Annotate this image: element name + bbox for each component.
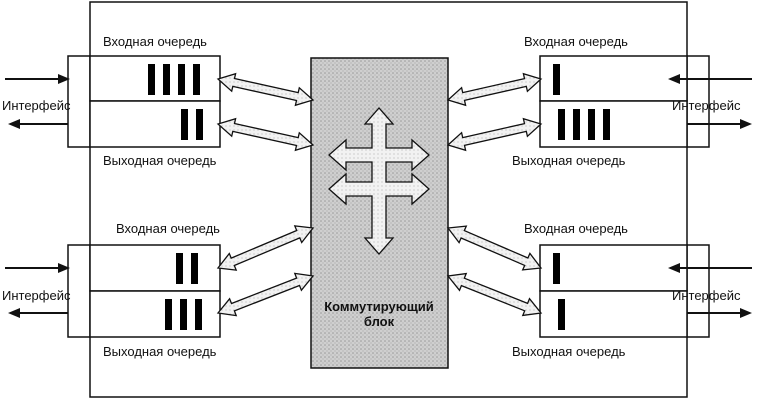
output-queue-label: Выходная очередь bbox=[103, 153, 217, 168]
input-queue-packets bbox=[553, 64, 560, 95]
output-queue-label: Выходная очередь bbox=[512, 344, 626, 359]
output-queue-packets bbox=[181, 109, 203, 140]
bidirectional-arrow-5 bbox=[216, 225, 315, 271]
input-queue-label: Входная очередь bbox=[524, 34, 628, 49]
input-queue-label: Входная очередь bbox=[103, 34, 207, 49]
output-queue-packets bbox=[165, 299, 202, 330]
bidirectional-arrow-7 bbox=[446, 225, 543, 271]
interface-label: Интерфейс bbox=[2, 288, 71, 303]
output-queue-label: Выходная очередь bbox=[512, 153, 626, 168]
input-queue-packets bbox=[176, 253, 198, 284]
bidirectional-arrow-3 bbox=[446, 72, 543, 107]
switch-label-line1: Коммутирующий bbox=[324, 299, 434, 314]
port-bottom-right: Входная очередь Выходная очередь Интерфе… bbox=[512, 221, 752, 359]
switch-label-line2: блок bbox=[364, 314, 395, 329]
output-queue-packets bbox=[558, 109, 610, 140]
connection-arrows bbox=[216, 72, 543, 317]
bidirectional-arrow-8 bbox=[446, 272, 543, 317]
bidirectional-arrow-6 bbox=[216, 272, 315, 317]
output-queue-packets bbox=[558, 299, 565, 330]
input-queue-packets bbox=[148, 64, 200, 95]
interface-label: Интерфейс bbox=[672, 98, 741, 113]
interface-label: Интерфейс bbox=[2, 98, 71, 113]
input-queue-box bbox=[89, 244, 221, 292]
port-bottom-left: Входная очередь Выходная очередь Интерфе… bbox=[2, 221, 221, 359]
input-queue-box bbox=[539, 244, 688, 292]
bidirectional-arrow-1 bbox=[216, 72, 315, 107]
output-queue-label: Выходная очередь bbox=[103, 344, 217, 359]
input-queue-packets bbox=[553, 253, 560, 284]
input-queue-label: Входная очередь bbox=[524, 221, 628, 236]
router-frame bbox=[89, 1, 688, 398]
input-queue-label: Входная очередь bbox=[116, 221, 220, 236]
port-top-left: Входная очередь Выходная очередь Интерфе… bbox=[2, 34, 221, 168]
switching-fabric: Коммутирующий блок bbox=[310, 57, 449, 369]
input-queue-box bbox=[539, 55, 688, 102]
interface-label: Интерфейс bbox=[672, 288, 741, 303]
bidirectional-arrow-4 bbox=[446, 117, 543, 152]
bidirectional-arrow-2 bbox=[216, 117, 315, 152]
port-top-right: Входная очередь Выходная очередь Интерфе… bbox=[512, 34, 752, 168]
